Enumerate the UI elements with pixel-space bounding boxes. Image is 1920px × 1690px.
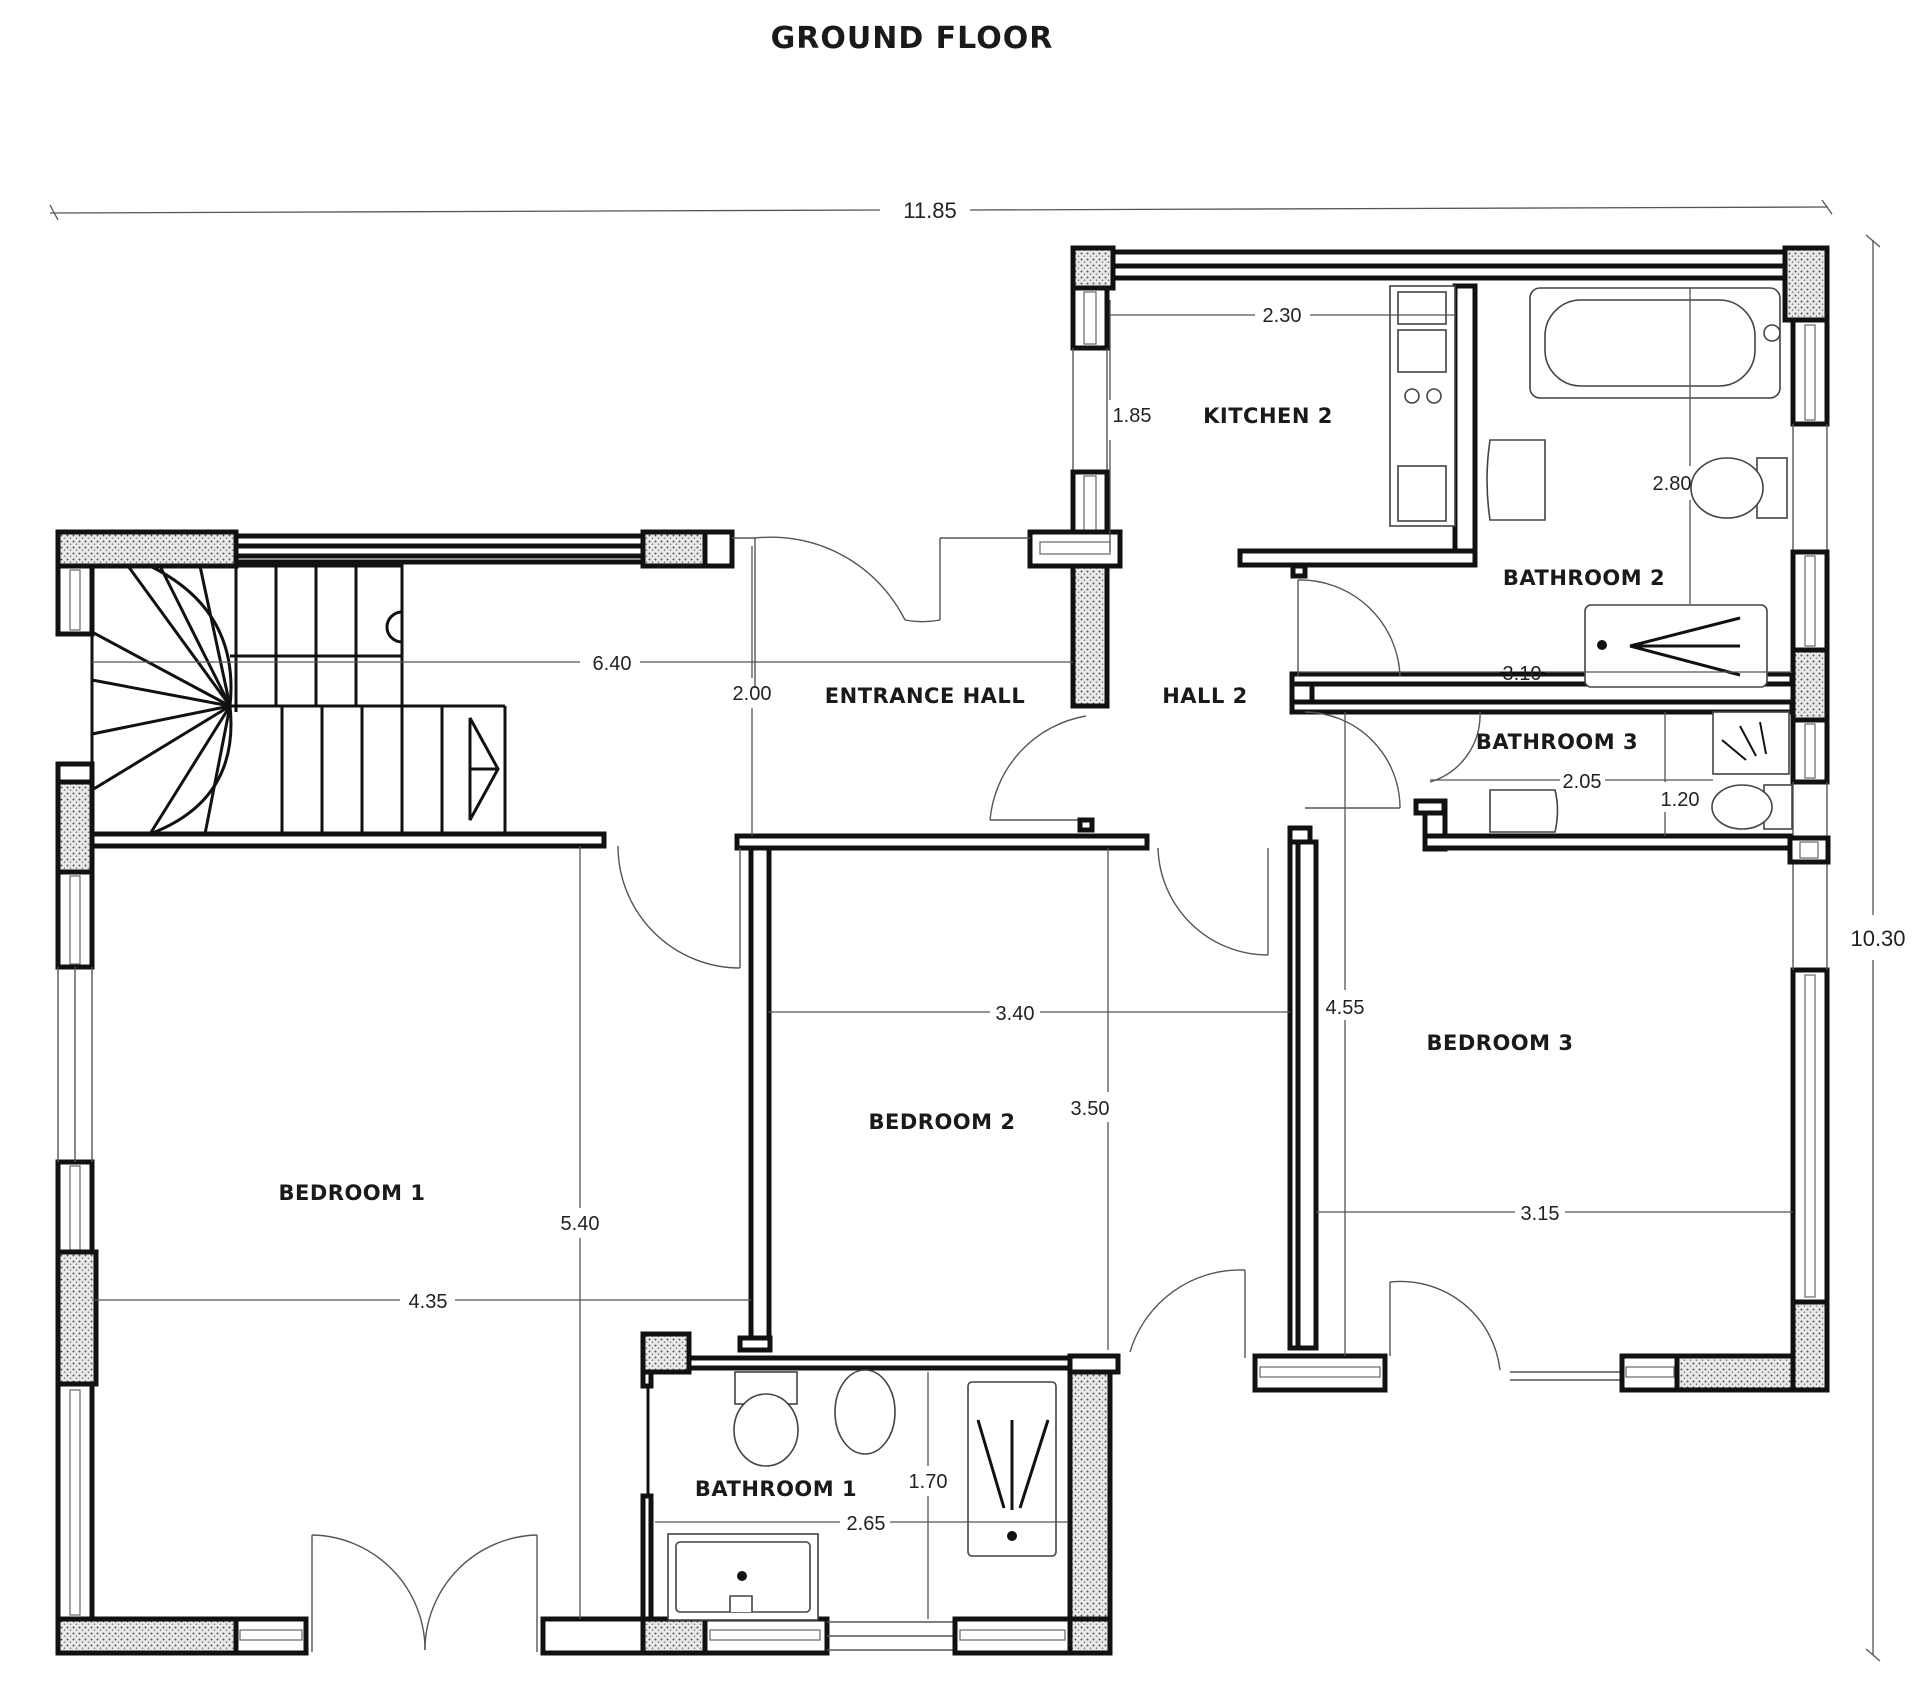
bed1-width-label: 4.35	[409, 1291, 448, 1313]
plan-title: GROUND FLOOR	[771, 21, 1054, 56]
doors	[311, 536, 1501, 1652]
bed2-width-label: 3.40	[996, 1003, 1035, 1025]
overall-depth-dimension: 10.30	[1850, 234, 1906, 1662]
basin-icon	[1486, 439, 1546, 521]
walls	[55, 245, 1831, 1656]
room-label-bedroom-3: BEDROOM 3	[1427, 1031, 1574, 1055]
bath2-width-label: 3.10	[1503, 663, 1542, 685]
kitchen-width-label: 2.30	[1263, 305, 1302, 327]
bed2-depth-label: 3.50	[1071, 1098, 1110, 1120]
bath3-depth-label: 1.20	[1661, 789, 1700, 811]
staircase	[90, 564, 507, 836]
room-labels: KITCHEN 2 BATHROOM 2 BATHROOM 3 ENTRANCE…	[279, 404, 1665, 1501]
room-label-bedroom-1: BEDROOM 1	[279, 1181, 426, 1205]
overall-width-dimension: 11.85	[49, 198, 1833, 223]
dimension-labels: 2.30 1.85 2.80 3.10 2.05 1.20 6.40 2.00 …	[409, 305, 1700, 1535]
bath1-depth-label: 1.70	[909, 1471, 948, 1493]
fixtures	[667, 285, 1793, 1621]
room-label-hall-2: HALL 2	[1162, 684, 1248, 708]
room-label-bedroom-2: BEDROOM 2	[869, 1110, 1016, 1134]
room-label-bathroom-2: BATHROOM 2	[1503, 566, 1665, 590]
sink-icon	[1397, 291, 1447, 325]
room-label-bathroom-3: BATHROOM 3	[1476, 730, 1638, 754]
room-label-bathroom-1: BATHROOM 1	[695, 1477, 857, 1501]
overall-width-label: 11.85	[903, 198, 956, 223]
hall-depth-label: 2.00	[733, 683, 772, 705]
dimension-lines	[92, 288, 1793, 1619]
bed1-depth-label: 5.40	[561, 1213, 600, 1235]
bidet-icon	[834, 1369, 896, 1455]
hall-width-label: 6.40	[593, 653, 632, 675]
bed3-depth-label: 4.55	[1326, 997, 1365, 1019]
bath3-width-label: 2.05	[1563, 771, 1602, 793]
corner-shower-icon	[1712, 711, 1790, 775]
bath2-depth-label: 2.80	[1653, 473, 1692, 495]
room-label-entrance-hall: ENTRANCE HALL	[825, 684, 1025, 708]
room-label-kitchen-2: KITCHEN 2	[1203, 404, 1333, 428]
hob-icon	[1404, 388, 1420, 404]
overall-depth-label: 10.30	[1850, 926, 1905, 951]
kitchen-depth-label: 1.85	[1113, 405, 1152, 427]
bath1-width-label: 2.65	[847, 1513, 886, 1535]
bed3-width-label: 3.15	[1521, 1203, 1560, 1225]
